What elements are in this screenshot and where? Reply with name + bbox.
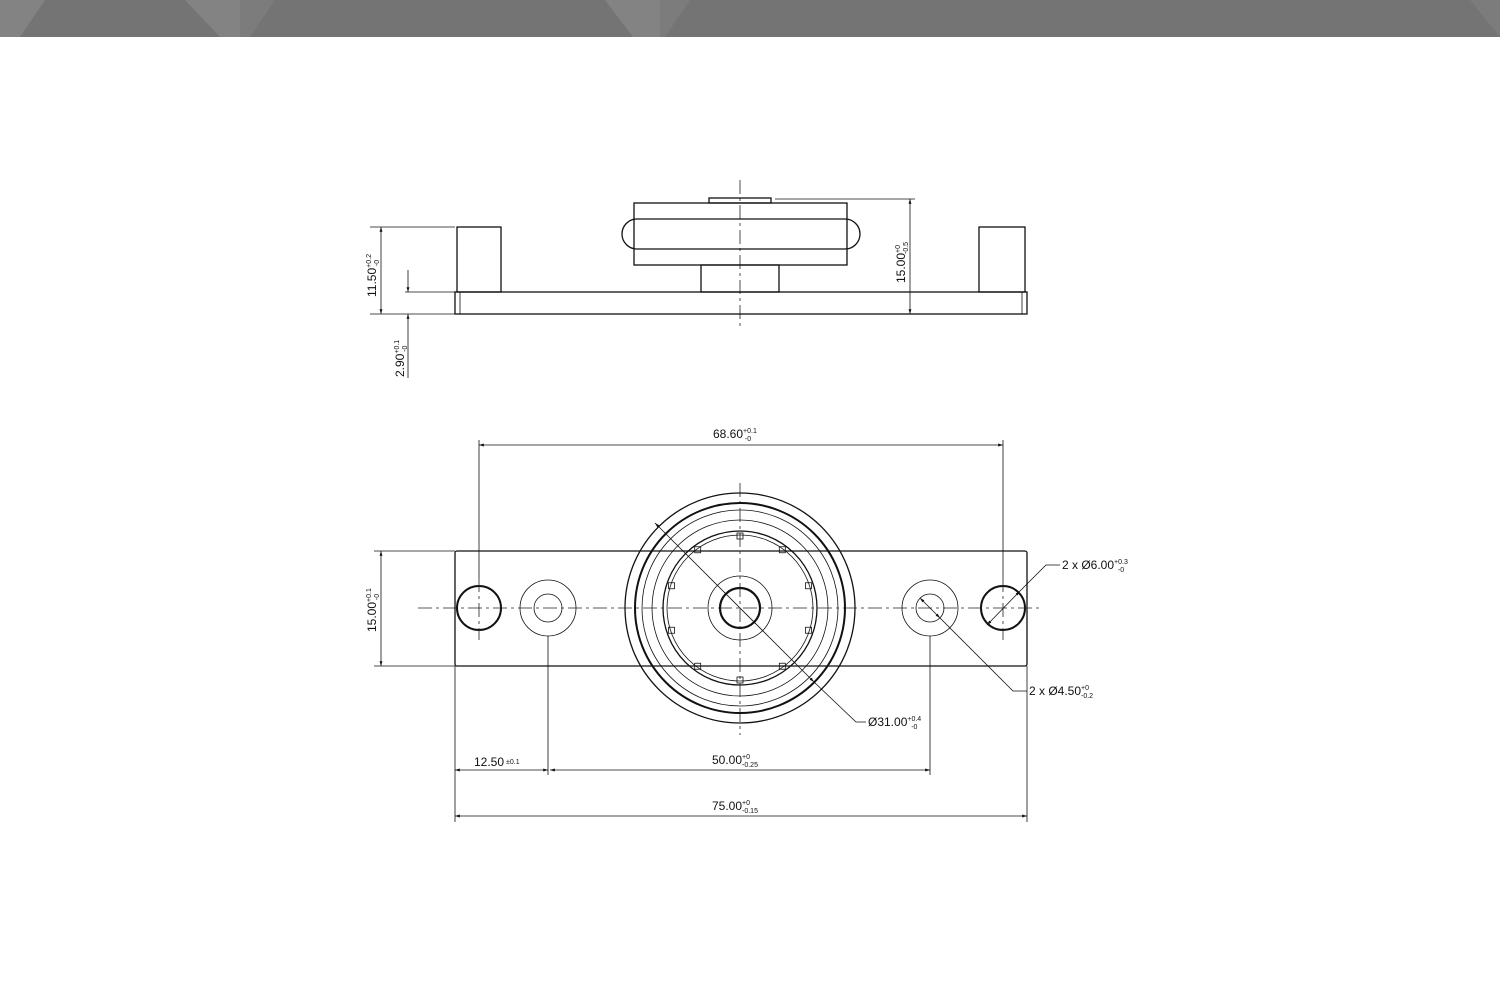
wheel <box>633 202 848 266</box>
dim-post-hole: 2 x Ø6.00+0.3-0 <box>1062 558 1128 574</box>
dim-plate-thickness: 2.90+0.1-0 <box>393 340 409 377</box>
dim-height-total: 15.00+0-0.5 <box>894 242 910 283</box>
right-post <box>978 226 1026 293</box>
banner-pattern <box>0 0 1500 37</box>
dim-mount-hole: 2 x Ø4.50+0-0.2 <box>1029 684 1093 700</box>
side-view: 15.00+0-0.5 11.50+0.2-0 2.90+0.1-0 <box>365 180 1028 378</box>
top-cap <box>708 197 772 204</box>
wheel-tire <box>621 218 861 250</box>
header-banner <box>0 0 1500 37</box>
top-view: 68.60+0.1-0 15.00+0.1-0 12.50±0.1 50.00+… <box>365 427 1128 822</box>
dim-hole-spacing: 50.00+0-0.25 <box>712 753 758 769</box>
dim-edge-to-hole: 12.50±0.1 <box>474 755 520 769</box>
left-post <box>456 226 502 293</box>
dim-plate-width: 15.00+0.1-0 <box>365 588 381 632</box>
dim-wheel-diameter: Ø31.00+0.4-0 <box>868 715 921 731</box>
dim-post-height: 11.50+0.2-0 <box>365 254 381 297</box>
dim-plate-length: 75.00+0-0.15 <box>712 799 758 815</box>
dim-post-spacing: 68.60+0.1-0 <box>713 427 757 443</box>
